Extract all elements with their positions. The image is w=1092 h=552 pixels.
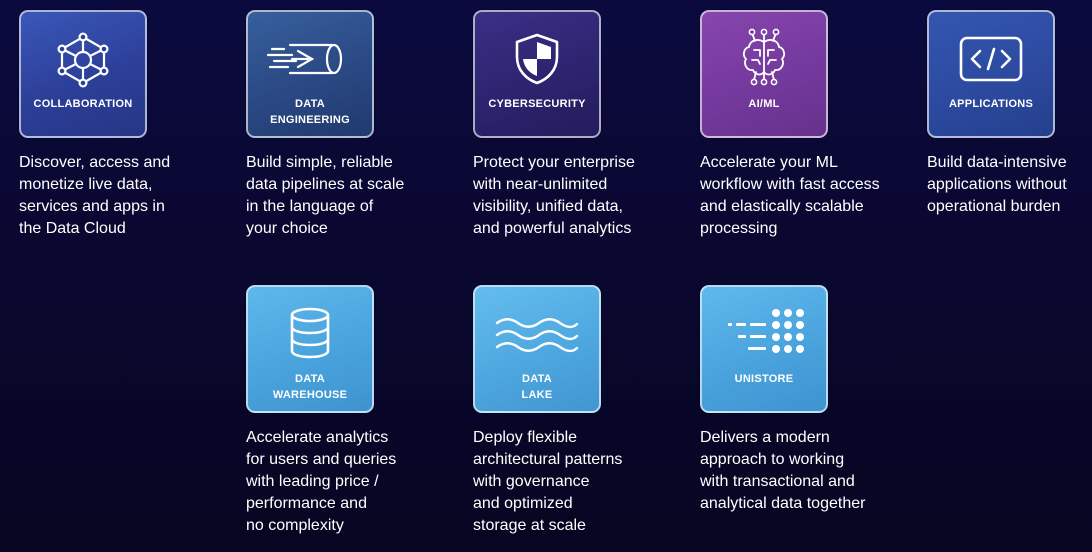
- brain-circuit-icon: [734, 28, 794, 86]
- data-engineering-description: Build simple, reliable data pipelines at…: [246, 154, 405, 237]
- unistore-label: UNISTORE: [734, 373, 794, 385]
- workload-data-lake: DATA LAKE Deploy flexible architectural …: [473, 285, 688, 537]
- data-warehouse-tile[interactable]: DATA WAREHOUSE: [246, 285, 374, 413]
- data-lake-tile[interactable]: DATA LAKE: [473, 285, 601, 413]
- applications-description: Build data-intensive applications withou…: [927, 154, 1067, 215]
- workload-applications: APPLICATIONS Build data-intensive applic…: [927, 10, 1087, 218]
- collaboration-description: Discover, access and monetize live data,…: [19, 154, 171, 237]
- workload-cybersecurity: CYBERSECURITY Protect your enterprise wi…: [473, 10, 688, 240]
- data-lake-label: DATA LAKE: [521, 373, 553, 401]
- code-window-icon: [959, 36, 1023, 82]
- workload-collaboration: COLLABORATION Discover, access and monet…: [19, 10, 234, 240]
- workload-ai-ml: AI/ML Accelerate your ML workflow with f…: [700, 10, 915, 240]
- unistore-tile[interactable]: UNISTORE: [700, 285, 828, 413]
- cybersecurity-label: CYBERSECURITY: [488, 98, 586, 110]
- database-icon: [280, 305, 340, 361]
- cybersecurity-description: Protect your enterprise with near-unlimi…: [473, 154, 635, 237]
- data-engineering-tile[interactable]: DATA ENGINEERING: [246, 10, 374, 138]
- dot-matrix-icon: [728, 307, 804, 361]
- workload-data-engineering: DATA ENGINEERING Build simple, reliable …: [246, 10, 461, 240]
- cybersecurity-tile[interactable]: CYBERSECURITY: [473, 10, 601, 138]
- waves-icon: [495, 315, 579, 355]
- data-warehouse-description: Accelerate analytics for users and queri…: [246, 429, 397, 534]
- data-warehouse-label: DATA WAREHOUSE: [272, 373, 348, 401]
- unistore-description: Delivers a modern approach to working wi…: [700, 429, 866, 512]
- collaboration-tile[interactable]: COLLABORATION: [19, 10, 147, 138]
- workload-unistore: UNISTORE Delivers a modern approach to w…: [700, 285, 915, 515]
- data-pipeline-icon: [266, 36, 343, 82]
- network-hub-icon: [53, 32, 113, 88]
- ai-ml-label: AI/ML: [748, 98, 780, 110]
- ai-ml-description: Accelerate your ML workflow with fast ac…: [700, 154, 880, 237]
- ai-ml-tile[interactable]: AI/ML: [700, 10, 828, 138]
- data-lake-description: Deploy flexible architectural patterns w…: [473, 429, 623, 534]
- data-engineering-label: DATA ENGINEERING: [270, 98, 350, 126]
- applications-label: APPLICATIONS: [948, 98, 1034, 110]
- shield-icon: [507, 33, 567, 85]
- workload-data-warehouse: DATA WAREHOUSE Accelerate analytics for …: [246, 285, 461, 537]
- applications-tile[interactable]: APPLICATIONS: [927, 10, 1055, 138]
- collaboration-label: COLLABORATION: [33, 98, 133, 110]
